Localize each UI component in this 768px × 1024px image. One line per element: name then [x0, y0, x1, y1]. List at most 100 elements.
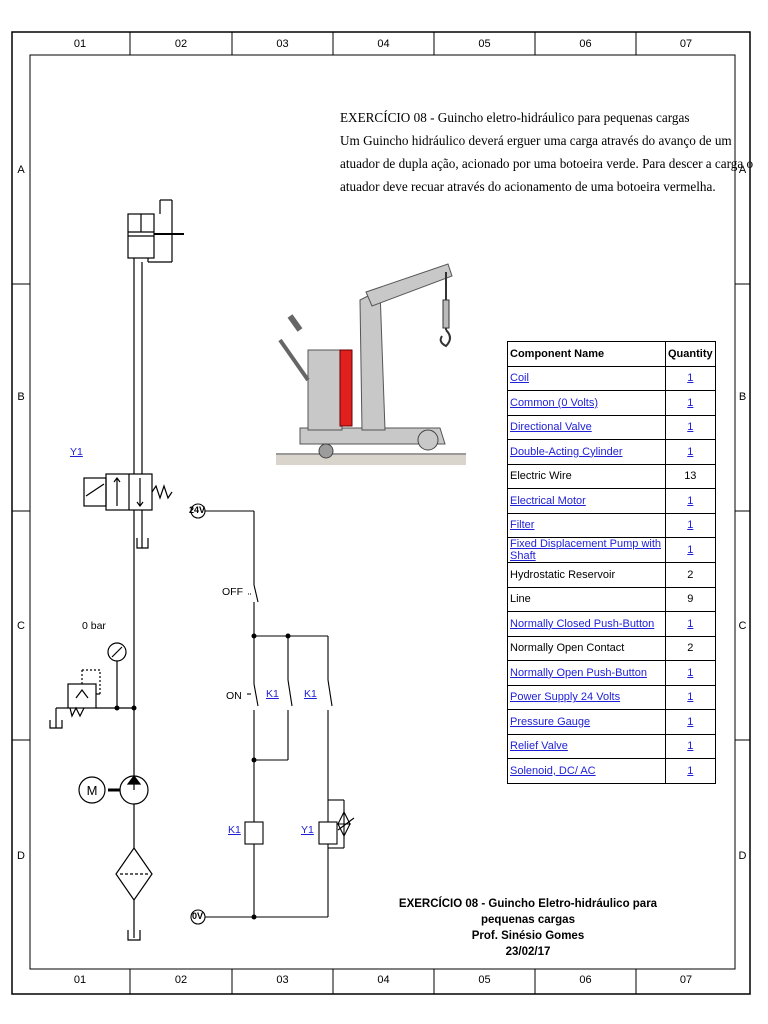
column-header-name: Component Name [507, 341, 666, 367]
component-quantity[interactable]: 1 [687, 396, 694, 409]
component-name[interactable]: Relief Valve [510, 740, 568, 753]
title-block: EXERCÍCIO 08 - Guincho Eletro-hidráulico… [388, 896, 668, 960]
component-quantity[interactable]: 1 [687, 544, 694, 556]
component-name: Hydrostatic Reservoir [510, 568, 616, 581]
row-label: C [17, 620, 25, 632]
component-quantity[interactable]: 1 [687, 372, 694, 385]
contact-k1-label[interactable]: K1 [266, 688, 279, 700]
col-label: 03 [276, 38, 289, 50]
col-label: 03 [276, 974, 289, 986]
crane-illustration [276, 263, 466, 465]
component-quantity[interactable]: 1 [687, 445, 694, 458]
title-block-date: 23/02/17 [505, 946, 551, 958]
col-label: 05 [478, 38, 491, 50]
component-name[interactable]: Solenoid, DC/ AC [510, 764, 596, 777]
component-quantity[interactable]: 1 [687, 691, 694, 704]
row-label: A [17, 164, 25, 176]
component-name[interactable]: Double-Acting Cylinder [510, 445, 623, 458]
col-label: 01 [73, 38, 87, 50]
drawing-frame [11, 31, 751, 995]
component-quantity[interactable]: 1 [687, 740, 694, 753]
gauge-reading: 0 bar [82, 620, 106, 632]
col-label: 02 [174, 38, 188, 50]
component-name[interactable]: Filter [510, 519, 535, 532]
row-label: D [17, 850, 25, 862]
component-name[interactable]: Normally Closed Push-Button [510, 617, 655, 630]
table-row: Normally Open Contact 2 [507, 635, 716, 661]
component-name[interactable]: Pressure Gauge [510, 715, 591, 728]
supply-0v-label: 0V [192, 911, 204, 921]
column-ticks [129, 32, 637, 994]
table-row: Double-Acting Cylinder 1 [507, 439, 716, 465]
problem-statement: EXERCÍCIO 08 - Guincho eletro-hidráulico… [340, 106, 754, 198]
solenoid-coil-y1 [318, 821, 338, 845]
row-label: D [738, 850, 747, 862]
component-quantity: 13 [684, 470, 697, 483]
table-row: Electric Wire 13 [507, 463, 716, 489]
table-row: Fixed Displacement Pump with Shaft 1 [507, 537, 716, 563]
title-block-author: Prof. Sinésio Gomes [471, 930, 585, 942]
col-label: 04 [377, 38, 390, 50]
svg-text:M: M [87, 783, 98, 798]
col-label: 06 [579, 38, 592, 50]
component-name[interactable]: Normally Open Push-Button [510, 666, 647, 679]
col-label: 07 [679, 974, 693, 986]
component-name[interactable]: Coil [510, 372, 529, 385]
component-quantity[interactable]: 1 [687, 764, 694, 777]
table-row: Coil 1 [507, 365, 716, 391]
table-row: Power Supply 24 Volts 1 [507, 684, 716, 710]
component-name[interactable]: Directional Valve [510, 421, 592, 434]
component-name: Normally Open Contact [510, 642, 625, 655]
on-button-label: ON [226, 690, 242, 702]
hydraulic-junctions [114, 705, 137, 711]
component-quantity[interactable]: 1 [687, 617, 694, 630]
table-row: Directional Valve 1 [507, 414, 716, 440]
col-label: 05 [478, 974, 491, 986]
contact-k1-label[interactable]: K1 [304, 688, 317, 700]
component-quantity[interactable]: 1 [687, 519, 694, 532]
component-name[interactable]: Power Supply 24 Volts [510, 691, 621, 704]
coil-k1-label[interactable]: K1 [228, 824, 241, 836]
row-ticks [12, 283, 750, 741]
component-quantity[interactable]: 1 [687, 715, 694, 728]
component-name[interactable]: Electrical Motor [510, 494, 586, 507]
table-row: Relief Valve 1 [507, 733, 716, 759]
drawing-inner-frame [29, 54, 736, 970]
valve-tag-y1[interactable]: Y1 [70, 446, 83, 458]
problem-title: EXERCÍCIO 08 - Guincho eletro-hidráulico… [340, 110, 690, 125]
problem-line: Um Guincho hidráulico deverá erguer uma … [340, 133, 732, 148]
off-button-label: OFF [222, 586, 243, 598]
problem-line: atuador de dupla ação, acionado por uma … [340, 156, 754, 171]
table-row: Pressure Gauge 1 [507, 709, 716, 735]
component-quantity[interactable]: 1 [687, 494, 694, 507]
row-label: B [738, 391, 747, 403]
col-label: 07 [679, 38, 693, 50]
supply-24v-label: 24V [189, 505, 206, 515]
title-block-title: EXERCÍCIO 08 - Guincho Eletro-hidráulico… [398, 898, 658, 926]
component-quantity[interactable]: 1 [687, 421, 694, 434]
table-row: Normally Open Push-Button 1 [507, 660, 716, 686]
component-quantity[interactable]: 1 [687, 666, 694, 679]
relay-coil-k1 [244, 821, 264, 845]
col-label: 02 [174, 974, 188, 986]
component-quantity: 2 [687, 642, 694, 655]
solenoid-y1-label[interactable]: Y1 [301, 824, 314, 836]
component-name[interactable]: Common (0 Volts) [510, 396, 599, 409]
col-label: 06 [579, 974, 592, 986]
electric-junctions [251, 633, 291, 920]
column-header-quantity: Quantity [665, 341, 716, 367]
electric-motor [78, 776, 106, 804]
component-quantity: 9 [687, 593, 694, 606]
table-header-row: Component Name Quantity [507, 341, 716, 367]
table-row: Electrical Motor 1 [507, 488, 716, 514]
component-name[interactable]: Fixed Displacement Pump with Shaft [510, 538, 662, 562]
component-name: Electric Wire [510, 470, 572, 483]
problem-line: atuador deve recuar através do acionamen… [340, 179, 716, 194]
col-label: 01 [73, 974, 87, 986]
row-label: C [738, 620, 747, 632]
